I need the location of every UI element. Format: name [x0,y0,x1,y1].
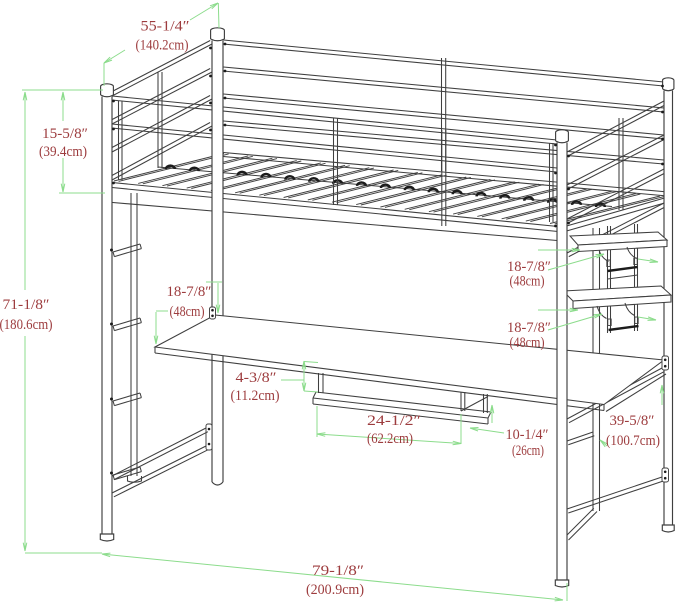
svg-text:18-7/8″: 18-7/8″ [167,284,212,300]
svg-text:(48cm): (48cm) [170,304,205,320]
svg-text:(48cm): (48cm) [510,335,545,351]
svg-text:18-7/8″: 18-7/8″ [507,320,551,336]
svg-text:(62.2cm): (62.2cm) [367,431,413,447]
svg-text:4-3/8″: 4-3/8″ [236,370,277,386]
svg-text:(100.7cm): (100.7cm) [606,433,660,449]
svg-text:55-1/4″: 55-1/4″ [141,19,190,35]
svg-text:10-1/4″: 10-1/4″ [506,427,549,443]
svg-text:(11.2cm): (11.2cm) [231,388,280,404]
svg-text:(48cm): (48cm) [510,274,545,290]
svg-text:39-5/8″: 39-5/8″ [610,413,655,429]
svg-text:15-5/8″: 15-5/8″ [42,126,88,142]
svg-text:(140.2cm): (140.2cm) [136,38,189,54]
svg-text:24-1/2″: 24-1/2″ [367,413,421,429]
svg-text:79-1/8″: 79-1/8″ [312,563,364,579]
svg-text:(200.9cm): (200.9cm) [306,582,364,598]
svg-text:(180.6cm): (180.6cm) [0,317,53,333]
svg-text:(39.4cm): (39.4cm) [39,144,87,160]
svg-text:(26cm): (26cm) [512,443,544,459]
svg-text:71-1/8″: 71-1/8″ [3,297,50,313]
